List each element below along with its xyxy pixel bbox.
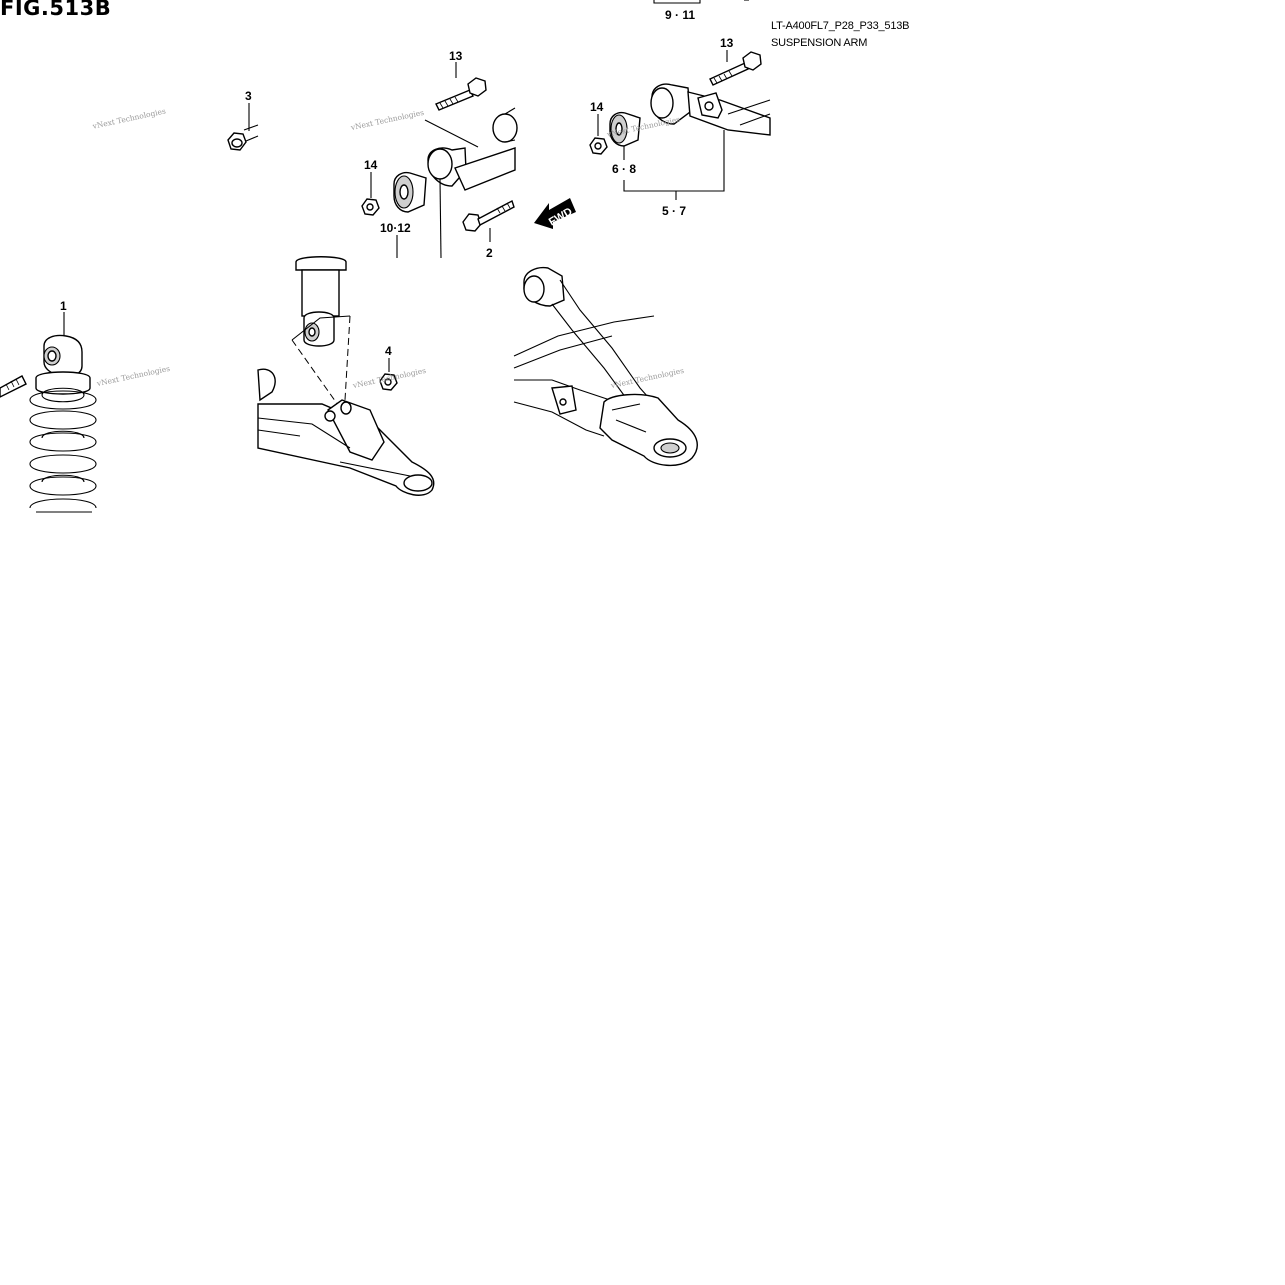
bolt-part-13-right[interactable] — [709, 50, 762, 86]
figure-code: LT-A400FL7_P28_P33_513B — [771, 20, 910, 32]
upper-arm-bushing-assembly[interactable] — [424, 107, 518, 259]
callout-1: 1 — [60, 299, 67, 313]
callout-9-11: 9 · 11 — [665, 8, 695, 22]
callout-3: 3 — [245, 89, 252, 103]
svg-text:vNext Technologies: vNext Technologies — [91, 106, 167, 131]
svg-text:vNext Technologies: vNext Technologies — [95, 364, 171, 389]
callout-10-12: 10·12 — [380, 221, 411, 235]
bushing-part-6-8[interactable] — [609, 111, 641, 160]
bolt-part-13-left[interactable] — [435, 62, 487, 111]
nut-part-14-left[interactable] — [361, 172, 380, 216]
figure-title: FIG.513B — [0, 0, 112, 20]
svg-text:vNext Technologies: vNext Technologies — [349, 108, 425, 133]
svg-text:vNext Technologies: vNext Technologies — [609, 366, 685, 391]
shock-absorber-part-1[interactable] — [0, 312, 97, 513]
frame-and-upper-arm-view[interactable] — [513, 266, 698, 466]
figure-name: SUSPENSION ARM — [771, 37, 868, 49]
callout-5-7: 5 · 7 — [662, 204, 686, 218]
bolt-part-2[interactable] — [462, 199, 515, 242]
callout-2: 2 — [486, 246, 493, 260]
upper-arm-part-5-7[interactable] — [623, 83, 771, 200]
nut-part-4[interactable] — [379, 358, 398, 391]
callout-14-left: 14 — [364, 158, 378, 172]
bolt-part-3[interactable] — [227, 103, 259, 151]
nut-part-14-right[interactable] — [589, 114, 608, 155]
lower-arm-shock-mount-assembly[interactable] — [257, 256, 435, 496]
bushing-part-10-12[interactable] — [393, 171, 427, 258]
callout-4: 4 — [385, 344, 392, 358]
callout-13-right: 13 — [720, 36, 734, 50]
callout-13-left: 13 — [449, 49, 463, 63]
callout-14-right: 14 — [590, 100, 604, 114]
callout-box-9-11 — [653, 0, 749, 4]
forward-direction-arrow: FWD — [534, 198, 576, 229]
callout-6-8: 6 · 8 — [612, 162, 636, 176]
